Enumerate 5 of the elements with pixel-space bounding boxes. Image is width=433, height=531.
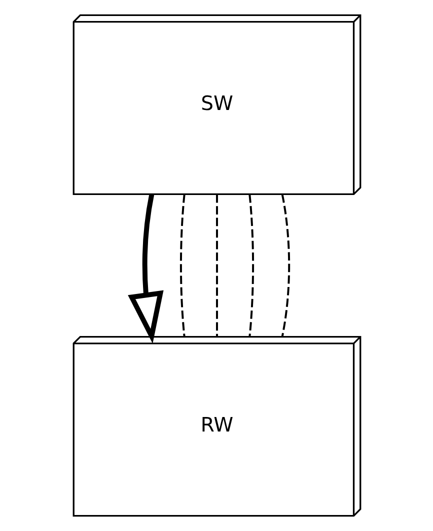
arrow bbox=[127, 194, 164, 344]
connector bbox=[280, 194, 290, 336]
connector bbox=[216, 194, 218, 336]
connector bbox=[179, 194, 185, 336]
connector bbox=[248, 194, 254, 336]
